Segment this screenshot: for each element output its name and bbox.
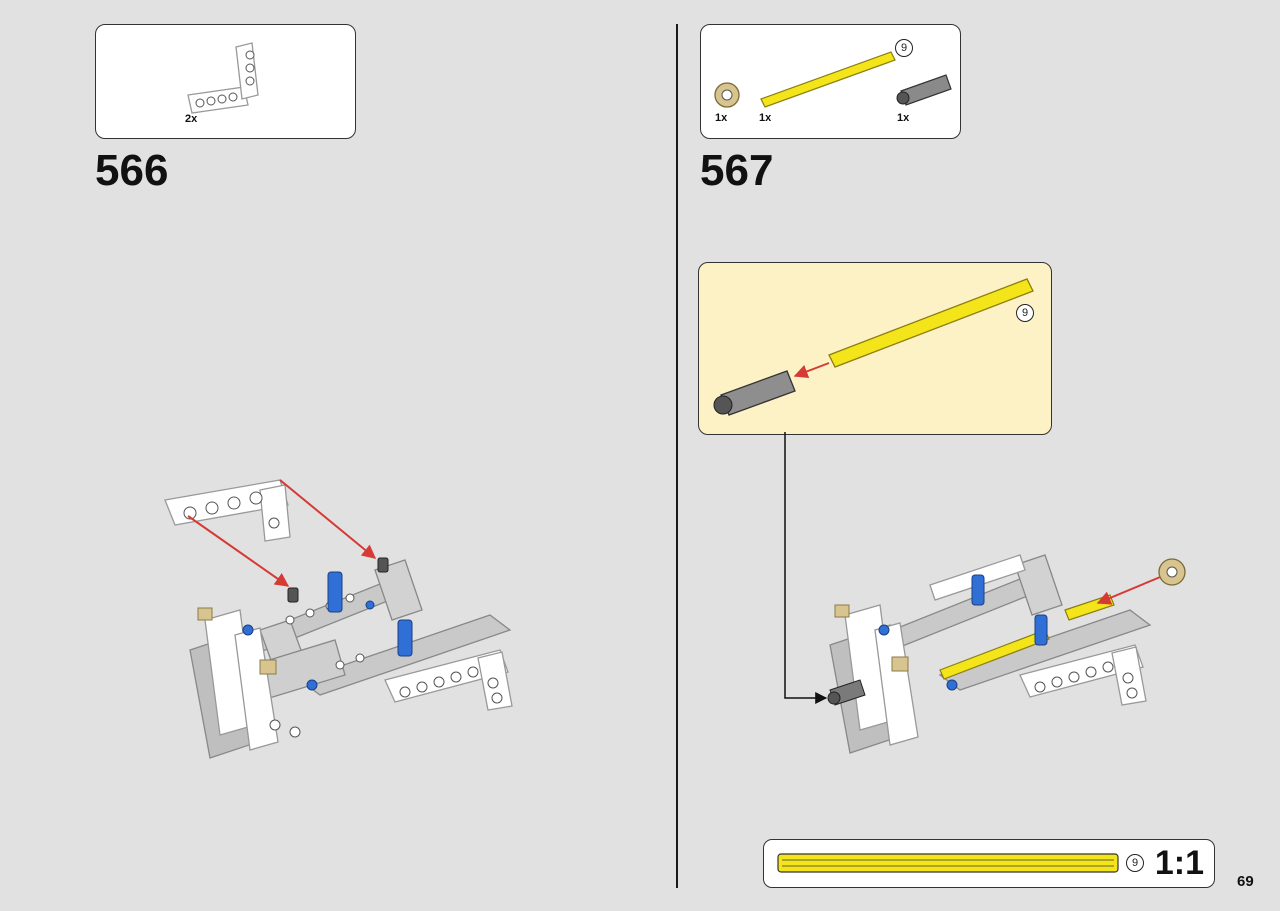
incoming-l-beam-566	[164, 479, 291, 542]
callout-axle-length-badge: 9	[1016, 304, 1034, 322]
scale-ruler: 9 1:1	[763, 839, 1215, 888]
page-number: 69	[1237, 873, 1254, 890]
callout-pointer	[784, 432, 828, 704]
assembly-566	[189, 557, 513, 759]
subassembly-callout: 9	[698, 262, 1052, 435]
axle-length-badge: 9	[895, 39, 913, 57]
scale-label: 1:1	[1154, 844, 1204, 882]
assembly-arrows-566	[187, 479, 377, 587]
parts-list-566: 2x	[95, 24, 356, 139]
part-qty-gear: 1x	[715, 112, 728, 124]
part-qty-axle: 1x	[759, 112, 772, 124]
page-divider	[676, 24, 678, 888]
callout-illustration	[713, 278, 1034, 416]
part-qty-connector: 1x	[897, 112, 910, 124]
parts-images-567	[714, 51, 952, 108]
step-number-567: 567	[700, 146, 774, 195]
parts-list-567: 9 1x 1x 1x	[700, 24, 961, 139]
assembly-567	[827, 554, 1186, 754]
part-qty-l-beam: 2x	[185, 113, 198, 125]
l-beam-part-image	[187, 42, 259, 114]
ruler-axle	[777, 853, 1119, 873]
step-number-566: 566	[95, 146, 169, 195]
ruler-length-badge: 9	[1126, 854, 1144, 872]
